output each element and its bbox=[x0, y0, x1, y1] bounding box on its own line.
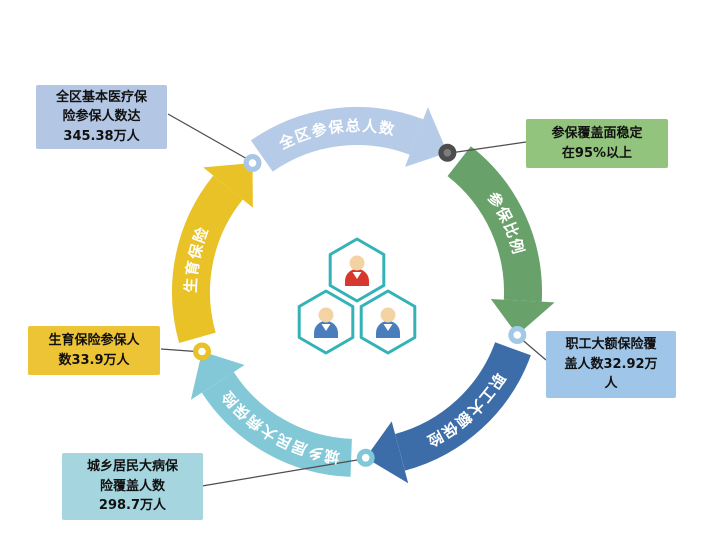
callout-total-text: 全区基本医疗保 险参保人数达 345.38万人 bbox=[55, 89, 147, 144]
arc-employee-insurance bbox=[394, 341, 531, 471]
person-head bbox=[318, 307, 334, 323]
junction-dot-right-center bbox=[513, 331, 522, 339]
connector-ratio bbox=[449, 141, 527, 154]
callout-employee-insurance: 职工大额保险覆 盖人数32.92万 人 bbox=[546, 331, 676, 398]
person-collar bbox=[352, 272, 362, 279]
arrowhead-total-insured bbox=[405, 107, 448, 167]
callout-maternity-text: 生育保险参保人 数33.9万人 bbox=[48, 333, 140, 368]
insured-people-icon bbox=[297, 237, 417, 355]
arrowhead-maternity-insurance bbox=[203, 163, 253, 208]
person-hexagon-left bbox=[297, 289, 355, 355]
callout-maternity-insurance: 生育保险参保人 数33.9万人 bbox=[28, 326, 160, 375]
person-collar bbox=[321, 324, 331, 331]
callout-ratio-text: 参保覆盖面稳定 在95%以上 bbox=[551, 126, 643, 161]
person-collar bbox=[383, 324, 393, 331]
person-head bbox=[380, 307, 396, 323]
junction-dot-left-center bbox=[198, 347, 206, 356]
arc-insured-ratio bbox=[447, 146, 543, 302]
callout-employee-text: 职工大额保险覆 盖人数32.92万 人 bbox=[564, 337, 658, 392]
arc-maternity-insurance bbox=[172, 175, 244, 344]
person-hexagon-right bbox=[359, 289, 417, 355]
junction-dot-top-right-center bbox=[443, 149, 452, 157]
arc-total-insured bbox=[250, 106, 424, 172]
junction-dot-top-left-center bbox=[248, 159, 257, 167]
callout-resident-text: 城乡居民大病保 险覆盖人数 298.7万人 bbox=[86, 459, 178, 514]
callout-total-insured: 全区基本医疗保 险参保人数达 345.38万人 bbox=[36, 85, 167, 149]
callout-resident-insurance: 城乡居民大病保 险覆盖人数 298.7万人 bbox=[62, 453, 203, 520]
connector-total bbox=[167, 113, 250, 161]
person-head bbox=[349, 255, 365, 271]
arrowhead-insured-ratio bbox=[490, 299, 555, 335]
arc-resident-insurance bbox=[201, 371, 353, 477]
junction-dot-bottom-center bbox=[361, 454, 370, 462]
arrowhead-employee-insurance bbox=[365, 421, 409, 484]
arrowhead-resident-insurance bbox=[190, 351, 245, 400]
callout-coverage-ratio: 参保覆盖面稳定 在95%以上 bbox=[526, 119, 668, 168]
person-hexagon-top bbox=[328, 237, 386, 303]
connector-resident bbox=[201, 458, 364, 487]
